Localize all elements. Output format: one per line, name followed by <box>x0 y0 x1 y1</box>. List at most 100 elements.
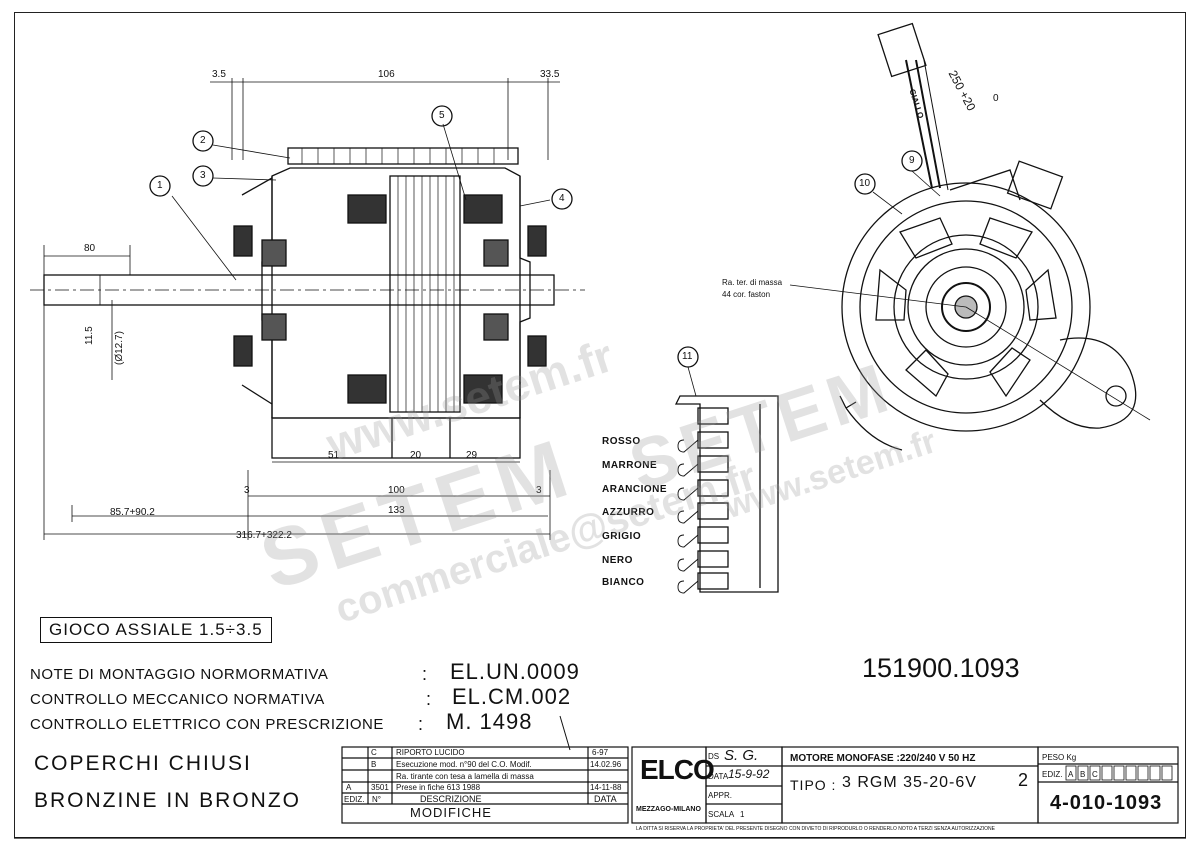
dim-80: 80 <box>84 243 96 254</box>
callout-label-5: 5 <box>439 110 445 121</box>
earth-note-line2: 44 cor. faston <box>722 290 771 299</box>
motor-end-view <box>789 22 1151 451</box>
callout-label-4: 4 <box>559 193 565 204</box>
mod-row-c-desc: RIPORTO LUCIDO <box>396 748 465 757</box>
cable-connector <box>877 22 927 78</box>
ds-value: S. G. <box>724 747 759 764</box>
mod-row-a-ediz: A <box>346 783 352 792</box>
company-logo: ELCO <box>640 754 715 785</box>
product-code: 151900.1093 <box>862 653 1020 683</box>
dim-3-right: 3 <box>536 485 542 496</box>
end-bell-outer <box>841 182 1091 432</box>
callout-4 <box>551 188 573 210</box>
callout-2 <box>192 130 214 152</box>
callout-label-3: 3 <box>200 170 206 181</box>
dim-316: 316.7+322.2 <box>236 530 292 541</box>
wire-label-bianco: BIANCO <box>602 577 645 588</box>
note-colon-2: : <box>426 689 432 709</box>
terminal-block-detail <box>674 346 779 594</box>
callout-3 <box>192 165 214 187</box>
capacitor <box>1006 160 1064 210</box>
dim-11-5: 11.5 <box>84 326 95 345</box>
drawing-number: 4-010-1093 <box>1050 792 1163 814</box>
ediz-box-a: A <box>1068 770 1074 779</box>
wire-label-azzurro: AZZURRO <box>602 507 655 518</box>
mod-row-a-desc: Prese in fiche 613 1988 <box>396 783 481 792</box>
note-meccanico-value: EL.CM.002 <box>452 684 572 709</box>
date-value: 15-9-92 <box>728 767 770 781</box>
callout-1 <box>149 175 171 197</box>
ds-label: DS <box>708 752 720 761</box>
date-label: DATA <box>708 772 729 781</box>
dim-phi12-7: (Ø12.7) <box>114 331 125 365</box>
mod-row-b-ediz: B <box>371 760 377 769</box>
wire-label-arancione: ARANCIONE <box>602 484 668 495</box>
wire-label-nero: NERO <box>602 555 633 566</box>
mod-row-c-ediz: C <box>371 748 377 757</box>
terminal-strip <box>287 147 519 165</box>
scala-value: 1 <box>740 810 745 819</box>
mod-header-ediz: EDIZ. <box>344 795 365 804</box>
note-elettrico-value: M. 1498 <box>446 709 533 734</box>
mod-row-b-desc: Esecuzione mod. n°90 del C.O. Modif. <box>396 760 532 769</box>
callout-label-9: 9 <box>909 155 915 166</box>
ediz-box-b: B <box>1080 770 1086 779</box>
mod-row-c-data: 6-97 <box>592 748 609 757</box>
tipo-label: TIPO : <box>790 777 837 793</box>
dim-133: 133 <box>388 505 405 516</box>
wire-label-rosso: ROSSO <box>602 436 641 447</box>
mod-header-data: DATA <box>594 794 617 804</box>
dim-250-zero: 0 <box>993 93 999 104</box>
callout-label-1: 1 <box>157 180 163 191</box>
dim-20: 20 <box>410 450 422 461</box>
note-montaggio-value: EL.UN.0009 <box>450 659 580 684</box>
earth-note-line1: Ra. ter. di massa <box>722 278 783 287</box>
note-colon-3: : <box>418 714 424 734</box>
mod-footer: MODIFICHE <box>410 805 492 820</box>
motor-side-section <box>30 78 585 540</box>
dim-51: 51 <box>328 450 340 461</box>
fine-print: LA DITTA SI RISERVA LA PROPRIETA' DEL PR… <box>636 826 995 832</box>
motor-spec: MOTORE MONOFASE :220/240 V 50 HZ <box>790 753 976 764</box>
dim-100: 100 <box>388 485 405 496</box>
rotor-stack <box>389 175 461 413</box>
scala-label: SCALA <box>708 810 735 819</box>
dim-33-5: 33.5 <box>540 69 560 80</box>
tipo-sub: 2 <box>1018 770 1029 790</box>
company-sub: MEZZAGO-MILANO <box>636 806 701 813</box>
wire-label-grigio: GRIGIO <box>602 531 642 542</box>
callout-label-2: 2 <box>200 135 206 146</box>
callout-label-11: 11 <box>682 351 693 362</box>
terminal-slots <box>697 407 729 590</box>
appr-label: APPR. <box>708 791 733 800</box>
note-meccanico-label: CONTROLLO MECCANICO NORMATIVA <box>30 691 325 708</box>
mod-row-b-data: 14.02.96 <box>590 760 622 769</box>
mod-row-a-n: 3501 <box>371 783 389 792</box>
wire-label-marrone: MARRONE <box>602 460 658 471</box>
dim-3-5-left: 3.5 <box>212 69 226 80</box>
title-line-2: BRONZINE IN BRONZO <box>34 789 302 812</box>
note-montaggio-label: NOTE DI MONTAGGIO NORMORMATIVA <box>30 666 329 683</box>
callout-10 <box>854 173 876 195</box>
mod-row-b2-desc: Ra. tirante con tesa a lamella di massa <box>396 772 534 781</box>
note-colon-1: : <box>422 664 428 684</box>
mod-header-desc: DESCRIZIONE <box>420 794 482 804</box>
dim-3-left: 3 <box>244 485 250 496</box>
mod-header-n: N° <box>372 795 381 804</box>
callout-label-10: 10 <box>859 178 871 189</box>
ediz-label: EDIZ. <box>1042 770 1063 779</box>
title-block <box>14 715 1186 839</box>
tipo-value: 3 RGM 35-20-6V <box>842 774 977 791</box>
ediz-box-c: C <box>1092 770 1098 779</box>
title-line-1: COPERCHI CHIUSI <box>34 752 252 775</box>
dim-29: 29 <box>466 450 478 461</box>
dim-85-7: 85.7+90.2 <box>110 507 155 518</box>
dim-106: 106 <box>378 69 395 80</box>
peso-label: PESO Kg <box>1042 753 1077 762</box>
callout-5 <box>431 105 453 127</box>
axial-play-box: GIOCO ASSIALE 1.5÷3.5 <box>40 617 272 643</box>
mod-row-a-data: 14-11-88 <box>590 783 622 792</box>
note-elettrico-label: CONTROLLO ELETTRICO CON PRESCRIZIONE <box>30 716 384 733</box>
